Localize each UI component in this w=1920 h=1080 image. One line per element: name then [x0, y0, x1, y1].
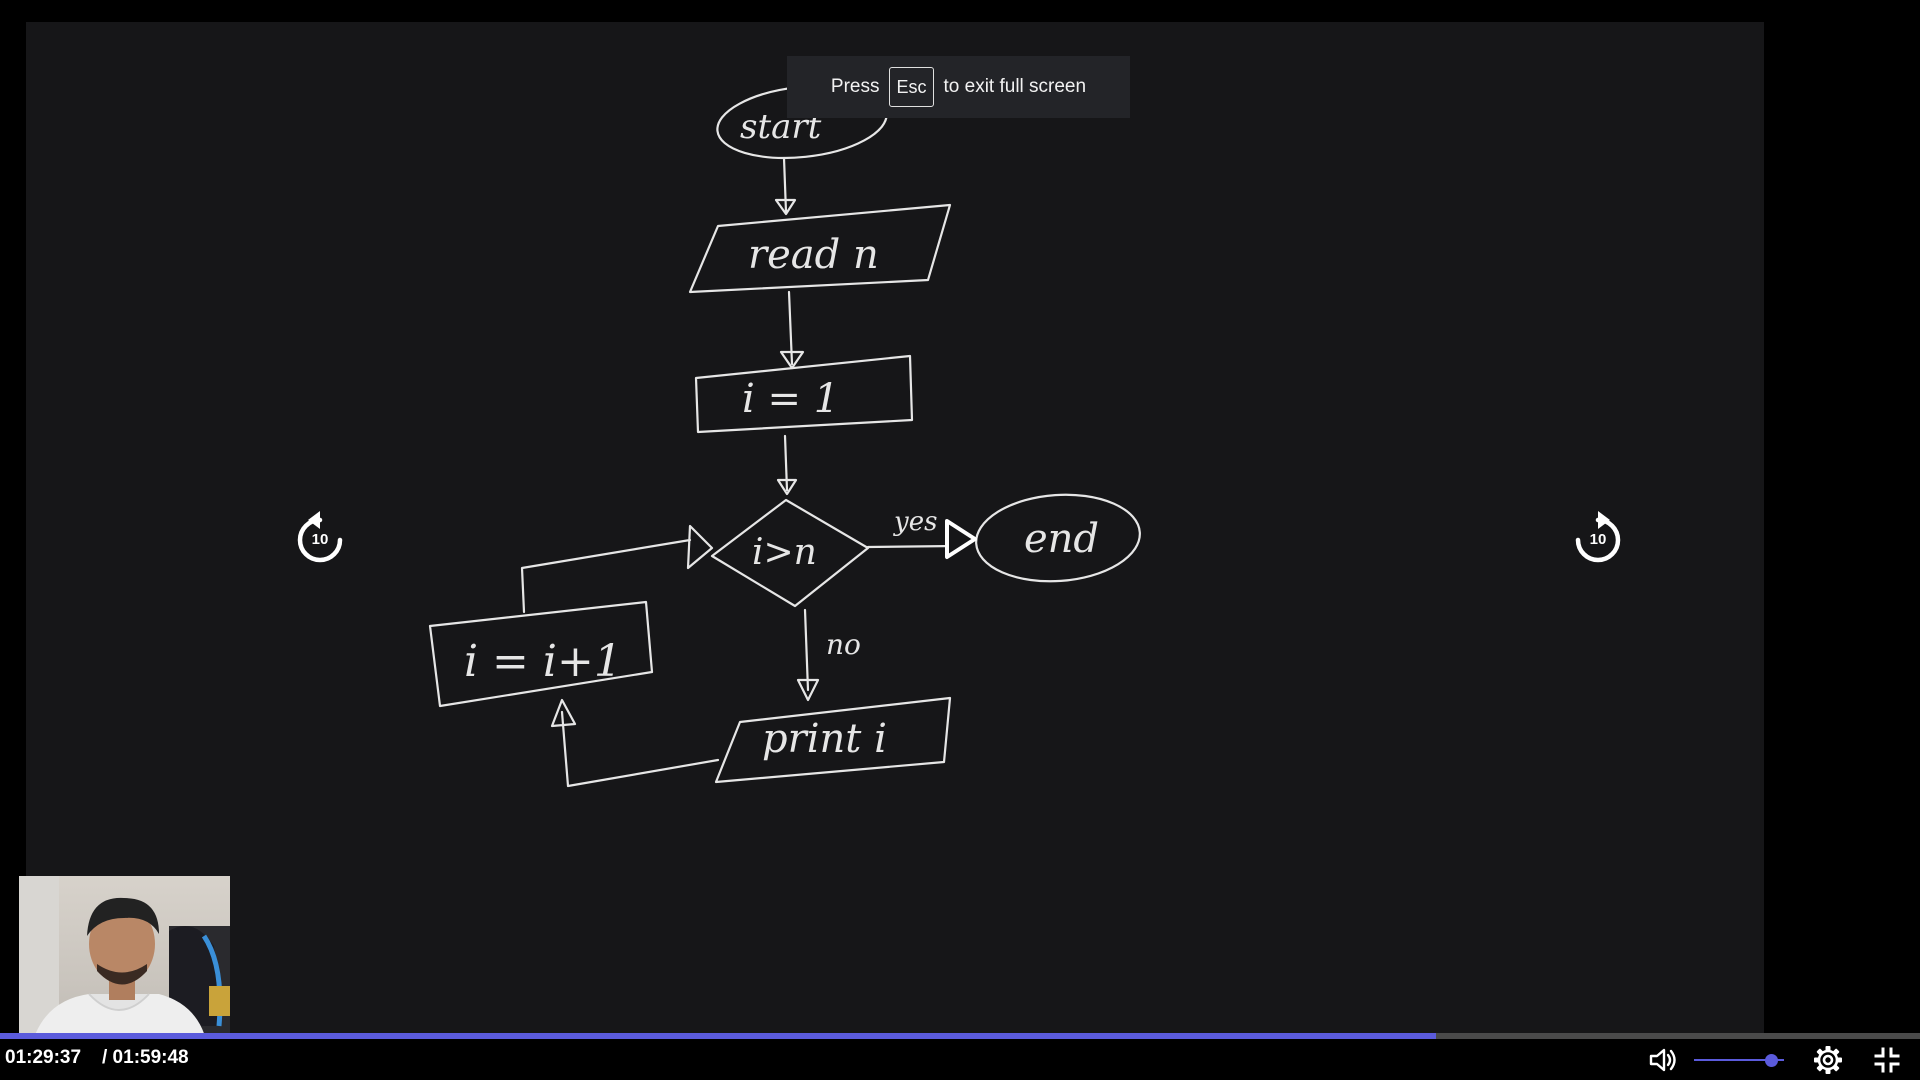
volume-button[interactable]: [1648, 1046, 1678, 1074]
current-time: 01:29:37: [5, 1047, 82, 1068]
no-label: no: [826, 628, 861, 661]
read-input-box: [688, 203, 952, 294]
exit-fullscreen-button[interactable]: [1874, 1047, 1900, 1073]
forward-10-icon: [1575, 511, 1621, 563]
forward-seconds-label: 10: [1589, 531, 1607, 548]
init-process-box: [694, 354, 914, 434]
decision-diamond: [710, 498, 870, 608]
end-terminal: [975, 493, 1141, 583]
play-button[interactable]: [944, 518, 978, 560]
arrow-init-decision: [776, 434, 798, 496]
print-label: print i: [762, 716, 887, 762]
instructor-video-thumbnail: [19, 876, 230, 1056]
fullscreen-exit-hint: Press Esc to exit full screen: [787, 56, 1130, 118]
volume-slider[interactable]: [1694, 1049, 1784, 1071]
arrow-increment-decision: [520, 524, 714, 614]
arrow-no-print: [796, 608, 820, 702]
decision-label: i>n: [752, 532, 817, 573]
exit-fullscreen-icon: [1874, 1047, 1900, 1073]
volume-slider-rail: [1694, 1059, 1784, 1061]
increment-label: i = i+1: [464, 636, 622, 687]
read-label: read n: [748, 232, 879, 278]
increment-process-box: [428, 600, 654, 708]
arrow-print-increment: [550, 698, 720, 788]
seek-bar[interactable]: [0, 1033, 1920, 1039]
end-label: end: [1024, 516, 1099, 562]
volume-icon: [1649, 1048, 1676, 1072]
rewind-10-icon: [297, 511, 343, 563]
yes-label: yes: [893, 507, 937, 537]
esc-key-badge: Esc: [889, 67, 934, 107]
rewind-10-button[interactable]: 10: [290, 510, 350, 570]
volume-slider-thumb[interactable]: [1764, 1054, 1778, 1067]
arrow-read-init: [779, 290, 805, 370]
forward-10-button[interactable]: 10: [1568, 510, 1628, 570]
settings-button[interactable]: [1813, 1045, 1843, 1075]
instructor-webcam: [19, 876, 230, 1056]
video-frame[interactable]: [26, 22, 1764, 1055]
init-label: i = 1: [742, 376, 839, 422]
hint-message-text: to exit full screen: [943, 76, 1087, 97]
total-duration: / 01:59:48: [102, 1047, 189, 1068]
play-icon: [945, 519, 977, 559]
rewind-seconds-label: 10: [311, 531, 329, 548]
seek-bar-played: [0, 1033, 1437, 1039]
arrow-yes-end: [866, 544, 957, 549]
arrow-start-read: [774, 156, 797, 216]
gear-icon: [1814, 1046, 1842, 1074]
print-output-box: [714, 696, 952, 784]
player-controls: 01:29:37 / 01:59:48: [0, 1039, 1920, 1080]
hint-press-text: Press: [830, 76, 880, 97]
